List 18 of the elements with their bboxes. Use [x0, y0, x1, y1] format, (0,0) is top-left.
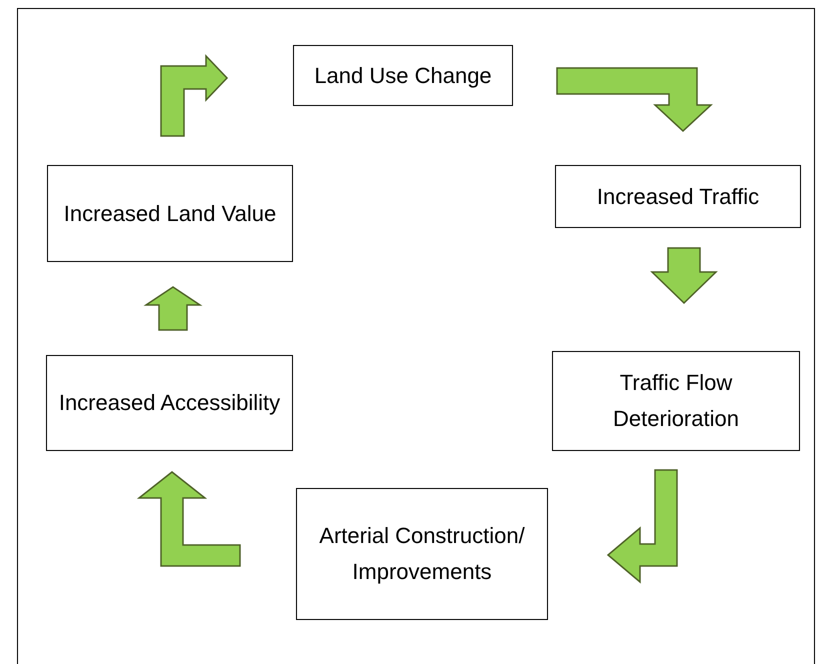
block-arrow — [160, 54, 228, 137]
box-label: Increased Accessibility — [58, 389, 280, 417]
process-box — [555, 165, 801, 228]
process-box — [296, 488, 548, 620]
box-label: Land Use Change — [314, 62, 492, 90]
block-arrow — [606, 469, 678, 584]
block-arrow — [144, 286, 202, 331]
process-box — [46, 355, 293, 451]
block-arrow — [136, 471, 241, 567]
box-label: Traffic Flow Deterioration — [612, 369, 740, 433]
process-box — [552, 351, 800, 451]
block-arrow — [650, 247, 718, 304]
process-box — [293, 45, 513, 106]
box-label: Increased Land Value — [64, 200, 276, 228]
box-label: Arterial Construction/ Improvements — [318, 522, 526, 586]
block-arrow — [556, 67, 713, 132]
box-label: Increased Traffic — [596, 182, 760, 210]
process-box — [47, 165, 293, 262]
